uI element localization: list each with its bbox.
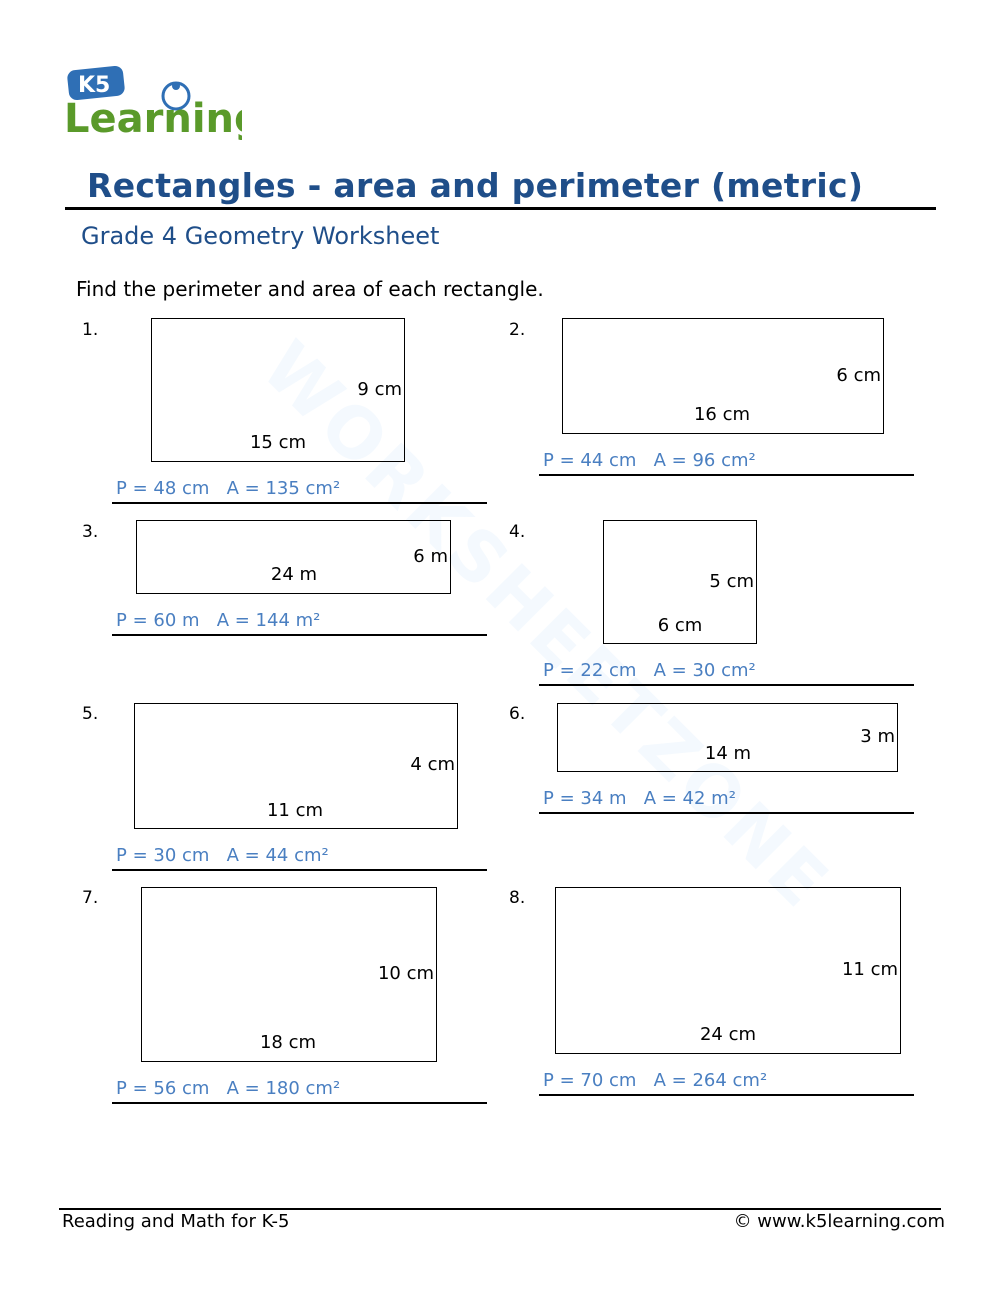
height-label: 5 cm: [709, 571, 754, 592]
rectangle-figure: [134, 703, 458, 829]
problem-number: 3.: [82, 522, 99, 542]
page-subtitle: Grade 4 Geometry Worksheet: [81, 222, 440, 250]
answer-text: P = 60 m A = 144 m²: [116, 610, 321, 631]
height-label: 4 cm: [410, 754, 455, 775]
answer-text: P = 22 cm A = 30 cm²: [543, 660, 756, 681]
footer-tagline: Reading and Math for K-5: [62, 1211, 290, 1232]
height-label: 10 cm: [377, 963, 434, 984]
problem-number: 1.: [82, 320, 99, 340]
footer-divider: [59, 1208, 941, 1210]
rectangle-figure: [555, 887, 901, 1054]
answer-line: [539, 812, 914, 814]
width-label: 11 cm: [266, 800, 324, 821]
page-title: Rectangles - area and perimeter (metric): [87, 166, 864, 205]
answer-text: P = 48 cm A = 135 cm²: [116, 478, 341, 499]
answer-text: P = 70 cm A = 264 cm²: [543, 1070, 768, 1091]
width-label: 6 cm: [657, 615, 703, 636]
answer-line: [539, 684, 914, 686]
svg-text:Learning: Learning: [64, 96, 242, 140]
width-label: 24 m: [270, 564, 318, 585]
width-label: 16 cm: [693, 404, 751, 425]
k5-learning-logo: K5 Learning: [64, 65, 242, 140]
problem-number: 6.: [509, 704, 526, 724]
title-divider: [65, 207, 936, 210]
rectangle-figure: [562, 318, 884, 434]
problem-number: 8.: [509, 888, 526, 908]
height-label: 6 cm: [836, 365, 881, 386]
answer-text: P = 44 cm A = 96 cm²: [543, 450, 756, 471]
width-label: 18 cm: [259, 1032, 317, 1053]
instructions: Find the perimeter and area of each rect…: [76, 277, 544, 301]
width-label: 24 cm: [699, 1024, 757, 1045]
answer-line: [112, 634, 487, 636]
rectangle-figure: [136, 520, 451, 594]
footer-copyright: © www.k5learning.com: [733, 1211, 945, 1232]
answer-text: P = 56 cm A = 180 cm²: [116, 1078, 341, 1099]
rectangle-figure: [557, 703, 898, 772]
problem-number: 5.: [82, 704, 99, 724]
answer-line: [112, 869, 487, 871]
problem-number: 4.: [509, 522, 526, 542]
height-label: 6 m: [413, 546, 448, 567]
width-label: 15 cm: [249, 432, 307, 453]
problem-number: 2.: [509, 320, 526, 340]
answer-line: [539, 474, 914, 476]
answer-text: P = 30 cm A = 44 cm²: [116, 845, 329, 866]
answer-line: [112, 502, 487, 504]
height-label: 3 m: [860, 726, 895, 747]
problem-number: 7.: [82, 888, 99, 908]
answer-text: P = 34 m A = 42 m²: [543, 788, 736, 809]
height-label: 9 cm: [357, 379, 402, 400]
height-label: 11 cm: [841, 959, 898, 980]
width-label: 14 m: [704, 743, 752, 764]
answer-line: [112, 1102, 487, 1104]
answer-line: [539, 1094, 914, 1096]
svg-text:K5: K5: [78, 73, 110, 98]
rectangle-figure: [151, 318, 405, 462]
rectangle-figure: [141, 887, 437, 1062]
rectangle-figure: [603, 520, 757, 644]
